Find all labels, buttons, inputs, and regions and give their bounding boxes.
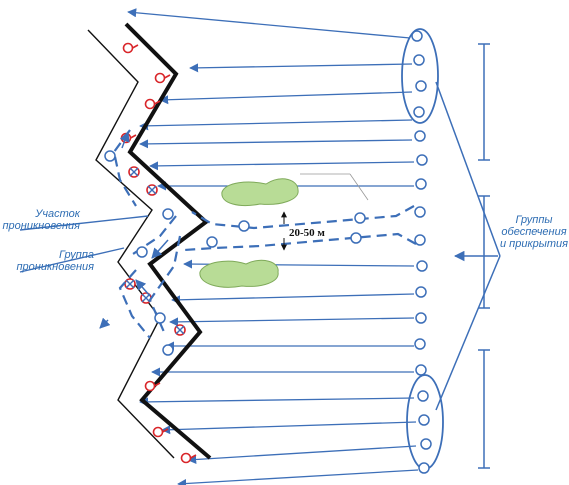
bushes — [199, 173, 369, 288]
support-soldier-circle — [414, 130, 426, 142]
long-arrows — [127, 8, 419, 485]
support-soldier-circle — [416, 154, 428, 166]
front-line-thin — [87, 29, 175, 459]
enemy-soldier-neutralized — [124, 278, 136, 290]
enemy-soldier — [154, 72, 171, 84]
enemy-soldier — [144, 98, 161, 110]
support-soldier-circle — [415, 364, 427, 376]
enemy-soldier-neutralized — [174, 324, 186, 336]
support-soldier-circle — [414, 234, 426, 246]
penetration-arrows — [99, 131, 169, 329]
penetration-circles — [104, 150, 366, 356]
penetration-routes — [112, 129, 417, 339]
fire-arrow — [171, 293, 415, 305]
support-soldier-circle — [417, 390, 429, 402]
support-soldier-circle — [414, 338, 426, 350]
support-group-ellipses — [401, 28, 444, 470]
fire-arrow — [161, 421, 417, 435]
support-soldier-circle — [411, 30, 423, 42]
fire-arrow — [149, 161, 415, 171]
support-soldier-circle — [415, 178, 427, 190]
enemy-soldier — [122, 42, 139, 54]
fire-arrow — [177, 469, 419, 485]
support-soldier-circle — [413, 106, 425, 118]
enemy-soldier — [144, 380, 161, 392]
support-soldier-circle — [415, 80, 427, 92]
fire-arrow — [159, 91, 413, 105]
support-soldier-circle — [413, 54, 425, 66]
support-soldier-circle — [414, 206, 426, 218]
support-soldier-circle — [418, 462, 430, 474]
distance-label: 20-50 м — [288, 227, 326, 239]
enemy-positions — [120, 42, 197, 464]
support-soldier-circle — [416, 260, 428, 272]
enemy-soldier-neutralized — [128, 166, 140, 178]
support-soldier-circle — [415, 312, 427, 324]
label-pointers — [19, 215, 149, 273]
support-connectors — [435, 81, 501, 411]
fire-arrow — [139, 139, 413, 149]
fire-arrow — [139, 397, 415, 407]
fire-arrow — [187, 445, 417, 465]
fire-arrow — [139, 119, 413, 131]
fire-arrow — [189, 63, 413, 73]
enemy-soldier — [180, 452, 197, 464]
fire-arrow — [127, 8, 411, 39]
support-circles — [411, 30, 432, 474]
enemy-soldier — [152, 426, 169, 438]
enemy-soldier — [120, 132, 137, 144]
support-soldier-circle — [415, 286, 427, 298]
support-soldier-circle — [418, 414, 430, 426]
enemy-soldier-neutralized — [146, 184, 158, 196]
support-soldier-circle — [420, 438, 432, 450]
fire-arrow — [169, 317, 415, 327]
